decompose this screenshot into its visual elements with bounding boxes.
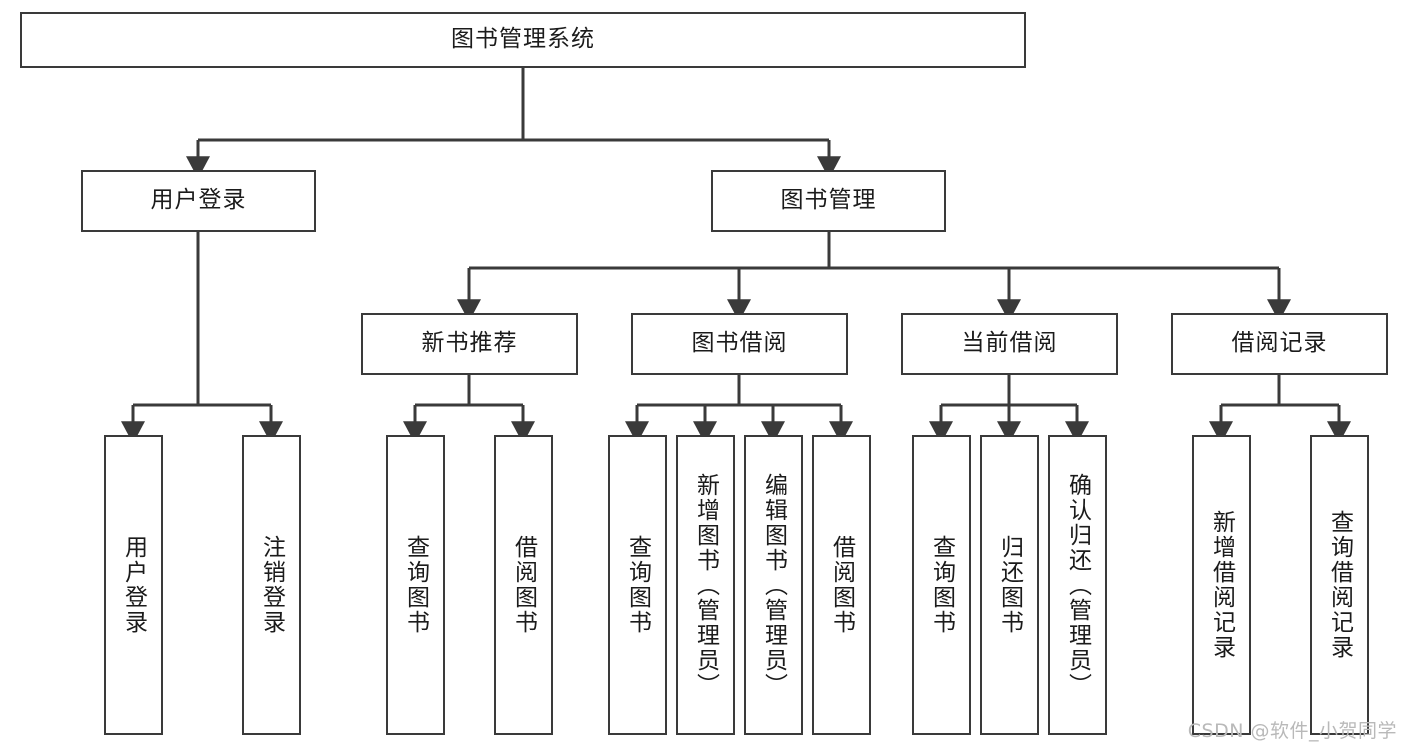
node-label: 新增图书（管理员） (692, 472, 719, 698)
node-label: 查询图书 (624, 535, 651, 635)
leaf-current-borrow-confirm-return-admin[interactable]: 确认归还（管理员） (1048, 435, 1107, 735)
node-root-book-management-system[interactable]: 图书管理系统 (20, 12, 1026, 68)
leaf-book-borrow-add-book-admin[interactable]: 新增图书（管理员） (676, 435, 735, 735)
node-new-book-recommend[interactable]: 新书推荐 (361, 313, 578, 375)
leaf-book-borrow-borrow-book[interactable]: 借阅图书 (812, 435, 871, 735)
leaf-book-borrow-query-book[interactable]: 查询图书 (608, 435, 667, 735)
node-label: 当前借阅 (961, 330, 1058, 357)
node-label: 注销登录 (258, 535, 285, 635)
node-label: 查询图书 (928, 535, 955, 635)
leaf-new-book-query-book[interactable]: 查询图书 (386, 435, 445, 735)
node-borrow-record[interactable]: 借阅记录 (1171, 313, 1388, 375)
node-label: 借阅图书 (510, 535, 537, 635)
leaf-user-login-login[interactable]: 用户登录 (104, 435, 163, 735)
leaf-borrow-record-query-record[interactable]: 查询借阅记录 (1310, 435, 1369, 735)
leaf-book-borrow-edit-book-admin[interactable]: 编辑图书（管理员） (744, 435, 803, 735)
node-label: 用户登录 (120, 535, 147, 635)
leaf-new-book-borrow-book[interactable]: 借阅图书 (494, 435, 553, 735)
node-label: 查询图书 (402, 535, 429, 635)
node-label: 图书借阅 (691, 330, 788, 357)
node-label: 借阅记录 (1231, 330, 1328, 357)
node-label: 图书管理 (780, 187, 877, 214)
leaf-current-borrow-return-book[interactable]: 归还图书 (980, 435, 1039, 735)
node-label: 新书推荐 (421, 330, 518, 357)
node-label: 用户登录 (150, 187, 247, 214)
node-book-management[interactable]: 图书管理 (711, 170, 946, 232)
leaf-current-borrow-query-book[interactable]: 查询图书 (912, 435, 971, 735)
node-label: 借阅图书 (828, 535, 855, 635)
leaf-user-login-logout[interactable]: 注销登录 (242, 435, 301, 735)
node-label: 查询借阅记录 (1326, 510, 1353, 660)
node-book-borrow[interactable]: 图书借阅 (631, 313, 848, 375)
node-label: 编辑图书（管理员） (760, 472, 787, 698)
watermark-text: CSDN @软件_小贺同学 (1187, 720, 1397, 742)
node-current-borrow[interactable]: 当前借阅 (901, 313, 1118, 375)
node-label: 确认归还（管理员） (1064, 472, 1091, 698)
node-label: 图书管理系统 (451, 26, 595, 53)
leaf-borrow-record-add-record[interactable]: 新增借阅记录 (1192, 435, 1251, 735)
node-label: 归还图书 (996, 535, 1023, 635)
node-user-login[interactable]: 用户登录 (81, 170, 316, 232)
node-label: 新增借阅记录 (1208, 510, 1235, 660)
